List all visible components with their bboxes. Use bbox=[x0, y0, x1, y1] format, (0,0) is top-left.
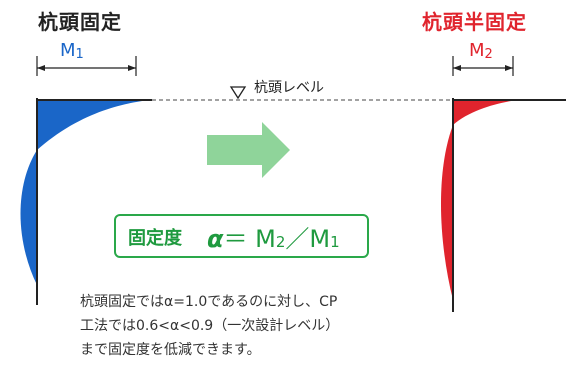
m1-letter: M bbox=[60, 40, 76, 61]
m1-label: M1 bbox=[60, 40, 84, 62]
formula-equals-m: ＝ M bbox=[223, 225, 276, 253]
right-title: 杭頭半固定 bbox=[422, 10, 527, 34]
description-line-3: まで固定度を低減できます。 bbox=[80, 342, 261, 358]
formula-alpha: α bbox=[207, 225, 224, 253]
left-moment-diagram bbox=[37, 100, 150, 150]
formula-slash-m: ／M bbox=[285, 225, 331, 253]
left-moment-lower-bulge bbox=[20, 150, 37, 285]
description-line-1: 杭頭固定ではα=1.0であるのに対し、CP bbox=[80, 294, 338, 310]
formula-sub2: 2 bbox=[275, 233, 286, 251]
formula-expression: α＝ M2／M1 bbox=[207, 219, 340, 254]
m2-subscript: 2 bbox=[484, 47, 493, 62]
level-marker-icon bbox=[229, 86, 247, 100]
description-line-2: 工法では0.6<α<0.9（一次設計レベル） bbox=[80, 318, 340, 334]
m1-dimension bbox=[36, 56, 137, 76]
m2-dimension bbox=[452, 56, 514, 76]
right-arrow-icon bbox=[207, 122, 290, 178]
formula-label: 固定度 bbox=[128, 228, 182, 249]
left-title: 杭頭固定 bbox=[38, 10, 122, 34]
formula-sub1: 1 bbox=[330, 233, 340, 251]
description-text: 杭頭固定ではα=1.0であるのに対し、CP 工法では0.6<α<0.9（一次設計… bbox=[80, 290, 339, 362]
m2-letter: M bbox=[469, 40, 485, 61]
pile-head-level-label: 杭頭レベル bbox=[254, 80, 324, 96]
right-moment-lower-bulge bbox=[440, 125, 453, 300]
m1-subscript: 1 bbox=[75, 47, 84, 62]
formula-box bbox=[114, 214, 369, 258]
right-moment-diagram bbox=[453, 100, 517, 125]
m2-label: M2 bbox=[469, 40, 493, 62]
